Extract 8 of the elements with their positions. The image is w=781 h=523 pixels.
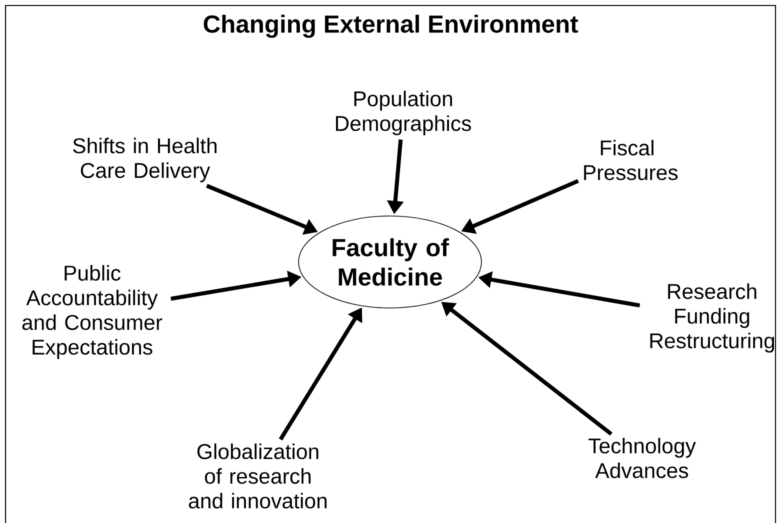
factor-label: Globalization of research and innovation — [188, 444, 327, 508]
factor-label: Technology Advances — [588, 438, 696, 478]
factor-label: Population Demographics — [336, 90, 471, 136]
factor-label: Research Funding Restructuring — [650, 283, 774, 353]
factor-label: Fiscal Pressures — [584, 140, 678, 180]
ellipse-node: Faculty of Medicine — [298, 216, 482, 308]
factor-label: Shifts in Health Care Delivery — [73, 138, 216, 182]
factor-label: Public Accountability and Consumer Expectations — [22, 265, 162, 359]
